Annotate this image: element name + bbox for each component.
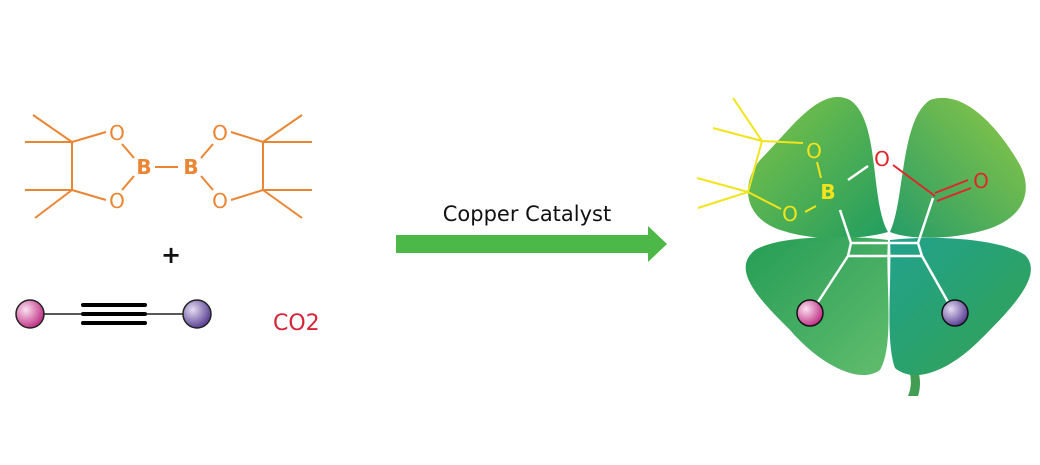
bispinacolatodiboron: O O B B O O [25,114,312,219]
atom-b: B [183,155,198,179]
atom-o: O [212,121,228,145]
substituent-ball-pink [15,299,45,329]
catalyst-label: Copper Catalyst [443,202,611,226]
substituent-ball-pink [796,299,824,327]
atom-o: O [109,121,125,145]
substituent-ball-purple [941,299,969,327]
product-molecule: O B O O O [696,97,989,327]
substituent-ball-purple [182,299,212,329]
alkyne [15,299,212,329]
atom-o: O [782,202,798,226]
atom-b: B [820,180,835,204]
atom-o: O [109,189,125,213]
atom-o: O [212,189,228,213]
atom-b: B [136,155,151,179]
atom-o: O [806,139,822,163]
co2-label: CO2 [273,311,320,336]
atom-o: O [973,169,989,193]
atom-o: O [874,147,890,171]
plus-sign: + [161,241,181,269]
reaction-arrow [396,226,667,262]
